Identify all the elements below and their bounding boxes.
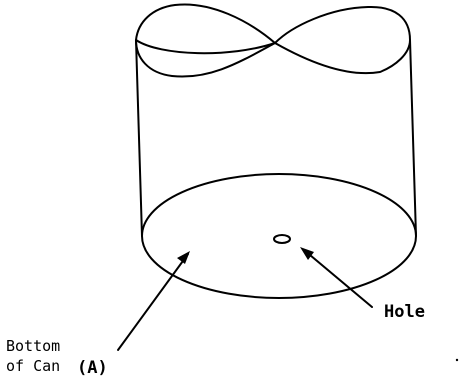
can-right-wall bbox=[409, 39, 417, 237]
bottom-label-line2: of Can bbox=[6, 357, 60, 375]
hole-arrow-line bbox=[303, 249, 373, 308]
bottom-label-line1: Bottom bbox=[6, 337, 60, 355]
can-left-wall bbox=[135, 39, 143, 237]
can-bottom-ellipse bbox=[141, 173, 417, 299]
bottom-label-tag: (A) bbox=[77, 358, 108, 378]
hole-shape bbox=[273, 234, 291, 244]
hole-label: Hole bbox=[384, 302, 425, 322]
bottom-arrow-line bbox=[117, 253, 189, 351]
can-top-rim bbox=[135, 3, 411, 78]
can-inner-rim bbox=[135, 39, 276, 55]
hole-arrow-head bbox=[300, 247, 314, 260]
stray-dot bbox=[455, 358, 459, 362]
bottom-arrow-head bbox=[177, 251, 190, 264]
